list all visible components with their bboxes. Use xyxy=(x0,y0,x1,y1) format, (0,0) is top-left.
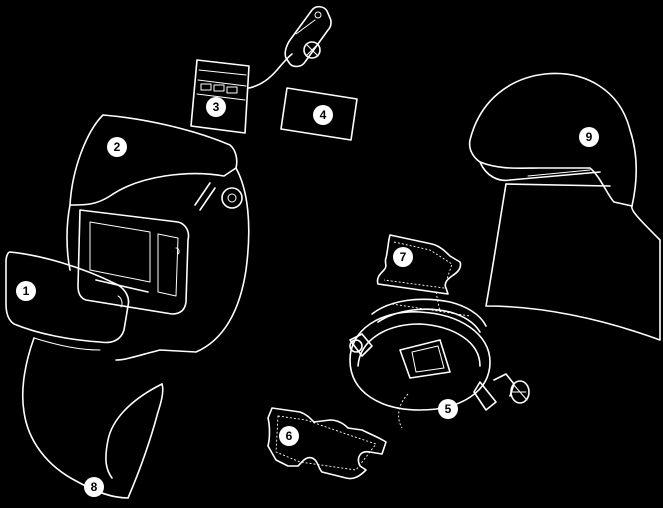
callout-1-label: 1 xyxy=(23,284,30,298)
callout-6-label: 6 xyxy=(286,429,293,443)
callout-5: 5 xyxy=(438,399,458,419)
callout-2: 2 xyxy=(107,137,127,157)
callout-8-label: 8 xyxy=(91,480,98,494)
callout-6: 6 xyxy=(279,426,299,446)
callout-3: 3 xyxy=(206,97,226,117)
callout-3-label: 3 xyxy=(213,100,220,114)
callout-4-label: 4 xyxy=(320,108,327,122)
callout-4: 4 xyxy=(313,105,333,125)
callout-7-label: 7 xyxy=(400,250,407,264)
sweatband-back-illustration xyxy=(377,235,460,312)
callout-1: 1 xyxy=(16,281,36,301)
helmet-shell-illustration xyxy=(67,115,249,360)
callout-7: 7 xyxy=(393,247,413,267)
callout-9-label: 9 xyxy=(586,130,593,144)
neck-shield-illustration xyxy=(23,338,163,498)
hood-illustration xyxy=(470,73,660,340)
callout-2-label: 2 xyxy=(114,140,121,154)
callout-9: 9 xyxy=(579,127,599,147)
callout-5-label: 5 xyxy=(445,402,452,416)
callout-8: 8 xyxy=(84,477,104,497)
